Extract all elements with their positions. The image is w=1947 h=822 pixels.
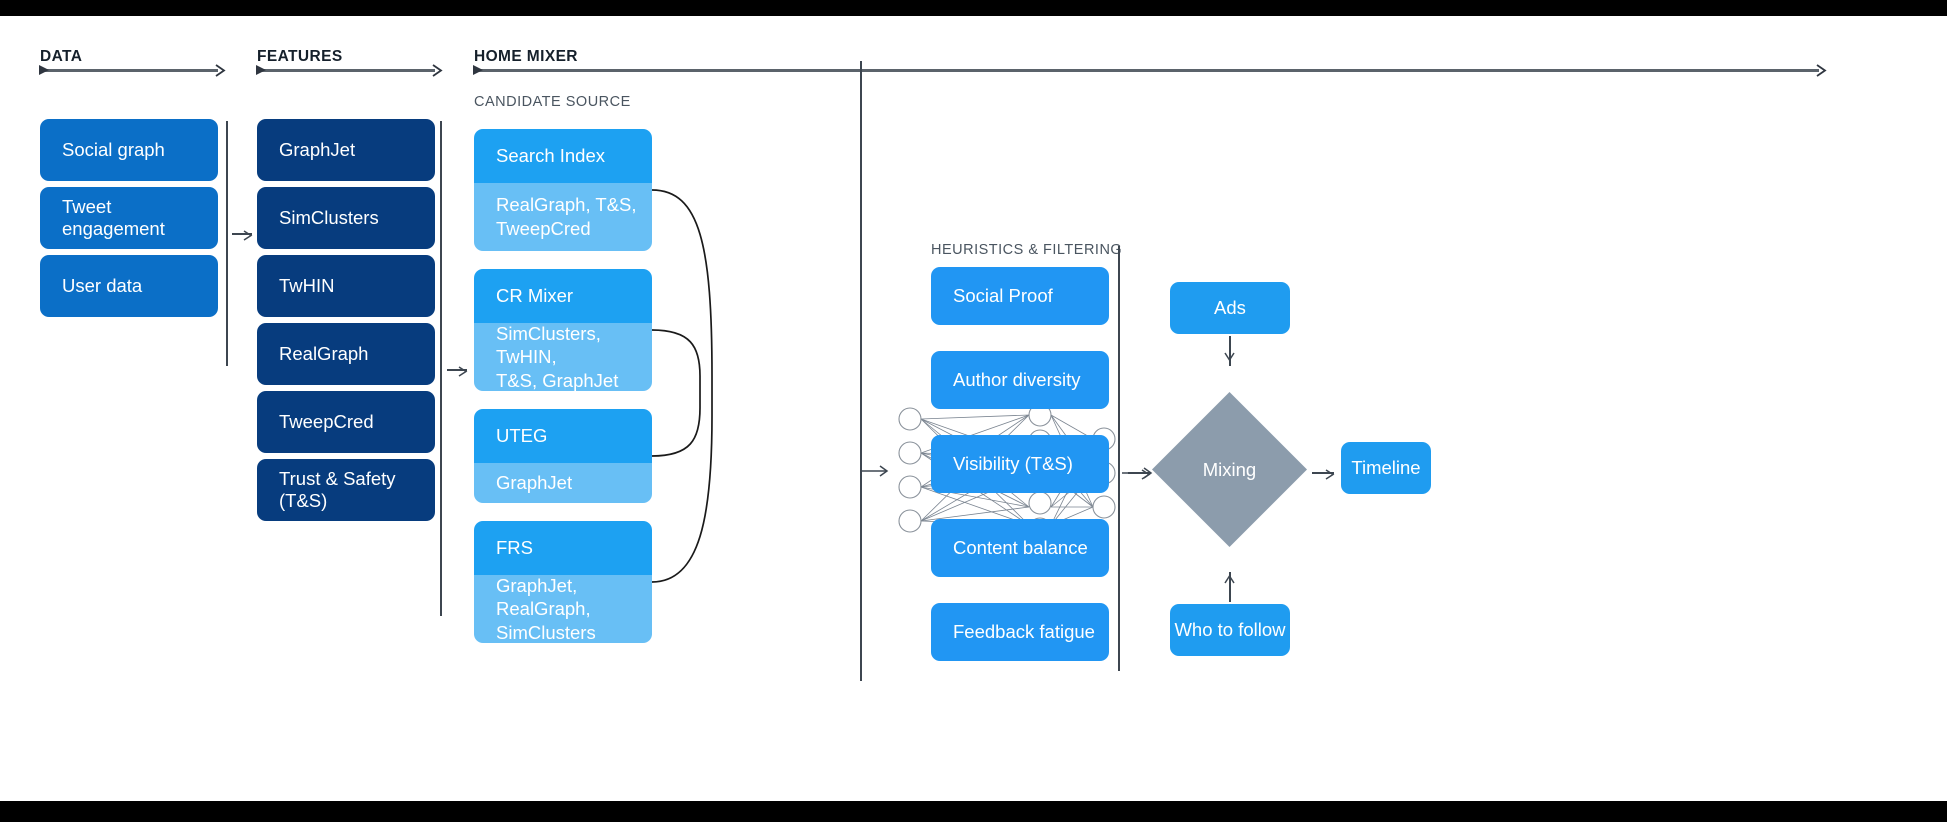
arrow-ads-to-mixing (1224, 336, 1235, 366)
heuristic-box-feedback-fatigue[interactable]: Feedback fatigue (931, 603, 1109, 661)
feature-box-graphjet[interactable]: GraphJet (257, 119, 435, 181)
feature-box-label: RealGraph (279, 343, 369, 364)
heuristic-box-label: Visibility (T&S) (953, 453, 1073, 474)
feature-box-twhin[interactable]: TwHIN (257, 255, 435, 317)
arrowhead-icon (1325, 467, 1335, 485)
candidate-source-features: RealGraph, T&S, TweepCred (474, 183, 652, 251)
feature-box-label: SimClusters (279, 207, 379, 228)
arrowhead-icon (432, 64, 444, 77)
output-box-ads[interactable]: Ads (1170, 282, 1290, 334)
heuristic-box-visibility[interactable]: Visibility (T&S) (931, 435, 1109, 493)
section-title-heuristics: HEURISTICS & FILTERING (931, 242, 1123, 258)
candidate-source-uteg[interactable]: UTEG GraphJet (474, 409, 652, 503)
arrowhead-icon (1224, 349, 1235, 367)
section-title-candidate-source: CANDIDATE SOURCE (474, 94, 631, 110)
candidate-source-frs[interactable]: FRS GraphJet, RealGraph, SimClusters (474, 521, 652, 643)
section-title-home-mixer: HOME MIXER (474, 48, 578, 65)
arrowhead-icon (1141, 467, 1151, 485)
candidate-source-name: CR Mixer (474, 269, 652, 323)
axis-features (256, 64, 443, 77)
data-box-label: Tweet engagement (62, 196, 165, 239)
arrow-data-to-features (232, 230, 253, 241)
candidate-source-cr-mixer[interactable]: CR Mixer SimClusters, TwHIN, T&S, GraphJ… (474, 269, 652, 391)
output-box-timeline[interactable]: Timeline (1341, 442, 1431, 494)
heuristic-box-label: Social Proof (953, 285, 1053, 306)
arrowhead-icon (243, 228, 253, 246)
arrow-mixing-to-timeline (1312, 469, 1335, 480)
candidate-source-name: FRS (474, 521, 652, 575)
section-title-data: DATA (40, 48, 83, 65)
feature-box-label: GraphJet (279, 139, 356, 160)
data-box-tweet-engagement[interactable]: Tweet engagement (40, 187, 218, 249)
data-box-label: User data (62, 275, 143, 296)
heuristic-box-label: Feedback fatigue (953, 621, 1095, 642)
feature-box-label: Trust & Safety (T&S) (279, 468, 396, 511)
candidate-source-features: SimClusters, TwHIN, T&S, GraphJet (474, 323, 652, 391)
candidate-source-features: GraphJet, RealGraph, SimClusters (474, 575, 652, 643)
feature-box-label: TwHIN (279, 275, 335, 296)
heuristic-box-label: Author diversity (953, 369, 1081, 390)
output-box-label: Who to follow (1174, 619, 1286, 640)
arrow-heuristics-to-mixing (1128, 469, 1151, 480)
divider-data-features (226, 121, 228, 366)
divider-candidates-ranker (860, 61, 862, 681)
arrowhead-icon (458, 364, 468, 382)
feature-box-trust-safety[interactable]: Trust & Safety (T&S) (257, 459, 435, 521)
arrow-features-to-candidates (447, 366, 468, 377)
heuristic-box-social-proof[interactable]: Social Proof (931, 267, 1109, 325)
candidate-source-features: GraphJet (474, 463, 652, 503)
data-box-user-data[interactable]: User data (40, 255, 218, 317)
feature-box-simclusters[interactable]: SimClusters (257, 187, 435, 249)
divider-features-candidates (440, 121, 442, 616)
mixing-label: Mixing (1202, 458, 1257, 480)
data-box-social-graph[interactable]: Social graph (40, 119, 218, 181)
feature-box-tweepcred[interactable]: TweepCred (257, 391, 435, 453)
feature-box-label: TweepCred (279, 411, 374, 432)
heuristic-box-author-diversity[interactable]: Author diversity (931, 351, 1109, 409)
candidate-source-search-index[interactable]: Search Index RealGraph, T&S, TweepCred (474, 129, 652, 251)
divider-heuristics-outputs (1118, 246, 1120, 671)
heuristic-box-label: Content balance (953, 537, 1088, 558)
diagram-canvas: DATA FEATURES HOME MIXER CANDIDATE SOURC… (0, 16, 1947, 801)
axis-home-mixer (473, 64, 1827, 77)
candidate-source-name: Search Index (474, 129, 652, 183)
candidate-source-name: UTEG (474, 409, 652, 463)
arrowhead-icon (215, 64, 227, 77)
output-box-label: Timeline (1351, 457, 1421, 478)
arrow-who-to-follow-to-mixing (1224, 572, 1235, 602)
arrowhead-icon (1224, 571, 1235, 589)
output-box-who-to-follow[interactable]: Who to follow (1170, 604, 1290, 656)
output-box-label: Ads (1214, 297, 1246, 318)
section-title-features: FEATURES (257, 48, 343, 65)
mixing-diamond[interactable]: Mixing (1152, 392, 1307, 547)
arrowhead-icon (1816, 64, 1828, 77)
data-box-label: Social graph (62, 139, 165, 160)
feature-box-realgraph[interactable]: RealGraph (257, 323, 435, 385)
axis-data (39, 64, 226, 77)
heuristic-box-content-balance[interactable]: Content balance (931, 519, 1109, 577)
